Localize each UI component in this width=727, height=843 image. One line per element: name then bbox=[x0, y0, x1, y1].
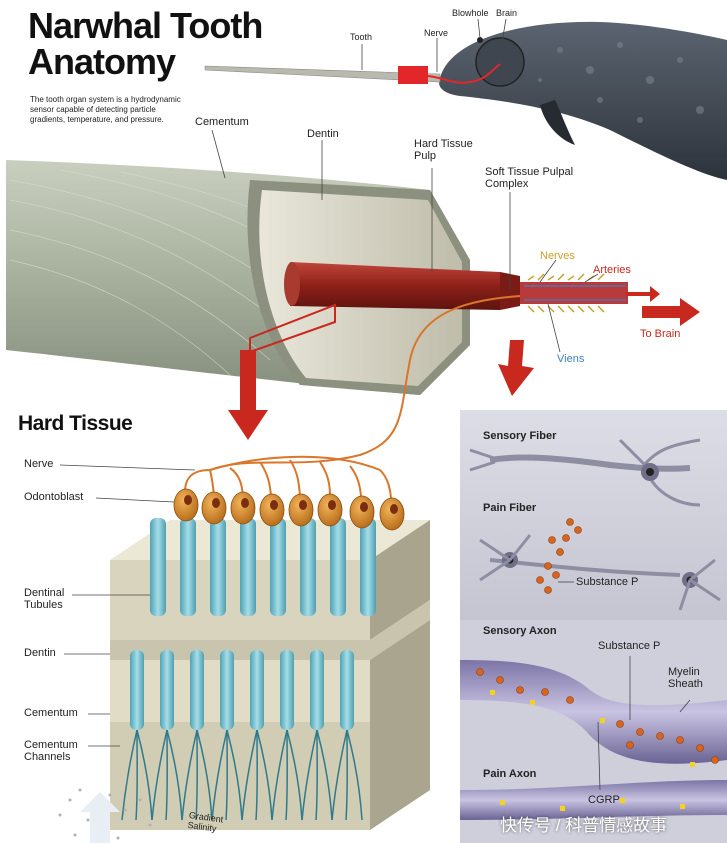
label-sensory-fiber: Sensory Fiber bbox=[483, 430, 557, 442]
label-cementum: Cementum bbox=[195, 116, 249, 128]
hard-tissue-block bbox=[110, 520, 430, 830]
lower-tubules bbox=[130, 650, 354, 730]
to-brain-arrow-icon bbox=[642, 298, 700, 326]
narwhal-head bbox=[439, 21, 727, 181]
label-tooth: Tooth bbox=[350, 32, 373, 42]
label-nerves: Nerves bbox=[540, 250, 575, 262]
label-viens: Viens bbox=[557, 353, 585, 365]
label-arteries: Arteries bbox=[593, 264, 631, 276]
tooth-cross-section bbox=[6, 160, 660, 395]
label-nerve: Nerve bbox=[424, 28, 449, 38]
hard-tissue-heading: Hard Tissue bbox=[18, 412, 133, 435]
label-brain: Brain bbox=[496, 8, 518, 18]
soft-tissue-bundle bbox=[520, 273, 628, 313]
label-pain-fiber: Pain Fiber bbox=[483, 502, 537, 514]
label-dentin: Dentin bbox=[307, 128, 339, 140]
dentinal-tubules bbox=[150, 518, 376, 616]
label-soft-tissue-pulpal-complex: Soft Tissue Pulpal Complex bbox=[485, 166, 574, 191]
label-odontoblast: Odontoblast bbox=[24, 491, 84, 503]
label-blowhole: Blowhole bbox=[452, 8, 489, 18]
watermark-text: 快传号 / 科普情感故事 bbox=[500, 816, 668, 835]
label-cementum-channels: Cementum Channels bbox=[24, 739, 78, 764]
label-to-brain: To Brain bbox=[640, 328, 681, 340]
label-ht-nerve: Nerve bbox=[24, 458, 54, 470]
label-ht-dentin: Dentin bbox=[24, 647, 56, 659]
axon-panel bbox=[460, 620, 727, 843]
fiber-panel bbox=[460, 410, 727, 620]
label-hard-tissue-pulp: Hard Tissue Pulp bbox=[414, 138, 473, 163]
cementum-channels bbox=[121, 729, 363, 821]
description-text: The tooth organ system is a hydrodynamic… bbox=[30, 95, 181, 124]
label-myelin-sheath: Myelin Sheath bbox=[668, 666, 703, 691]
label-substance-p-axon: Substance P bbox=[598, 640, 661, 652]
label-ht-cementum: Cementum bbox=[24, 707, 78, 719]
tusk-overview bbox=[204, 63, 501, 84]
odontoblast-cells bbox=[173, 488, 405, 531]
up-arrow-icon bbox=[80, 792, 120, 843]
label-substance-p-fiber: Substance P bbox=[576, 576, 639, 588]
label-pain-axon: Pain Axon bbox=[483, 768, 537, 780]
label-cgrp: CGRP bbox=[588, 794, 620, 806]
diagram-title: Narwhal Tooth Anatomy bbox=[28, 5, 263, 82]
label-sensory-axon: Sensory Axon bbox=[483, 625, 557, 637]
label-dentinal-tubules: Dentinal Tubules bbox=[24, 587, 65, 612]
down-arrow-icon bbox=[228, 350, 268, 440]
down-arrow-icon bbox=[498, 340, 534, 396]
